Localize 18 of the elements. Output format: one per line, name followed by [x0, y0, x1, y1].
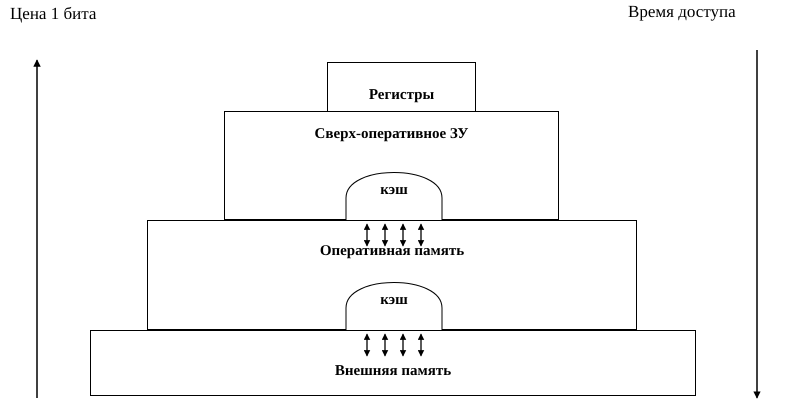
double-arrow	[400, 333, 406, 357]
double-arrow	[382, 333, 388, 357]
double-arrow	[364, 223, 370, 247]
double-arrow	[364, 333, 370, 357]
level-label: Оперативная память	[318, 243, 466, 260]
cache-label: кэш	[379, 292, 409, 309]
double-arrow	[382, 223, 388, 247]
level-label: Сверх-оперативное ЗУ	[314, 126, 470, 143]
level-label: Регистры	[368, 87, 436, 104]
register-box	[327, 62, 476, 112]
cache-label: кэш	[379, 182, 409, 199]
double-arrow	[418, 223, 424, 247]
double-arrow	[400, 223, 406, 247]
memory-level-box	[224, 111, 559, 221]
double-arrow	[418, 333, 424, 357]
axis-label: Цена 1 бита	[10, 4, 96, 24]
level-label: Внешняя память	[334, 363, 452, 380]
axis-label: Время доступа	[628, 2, 736, 22]
